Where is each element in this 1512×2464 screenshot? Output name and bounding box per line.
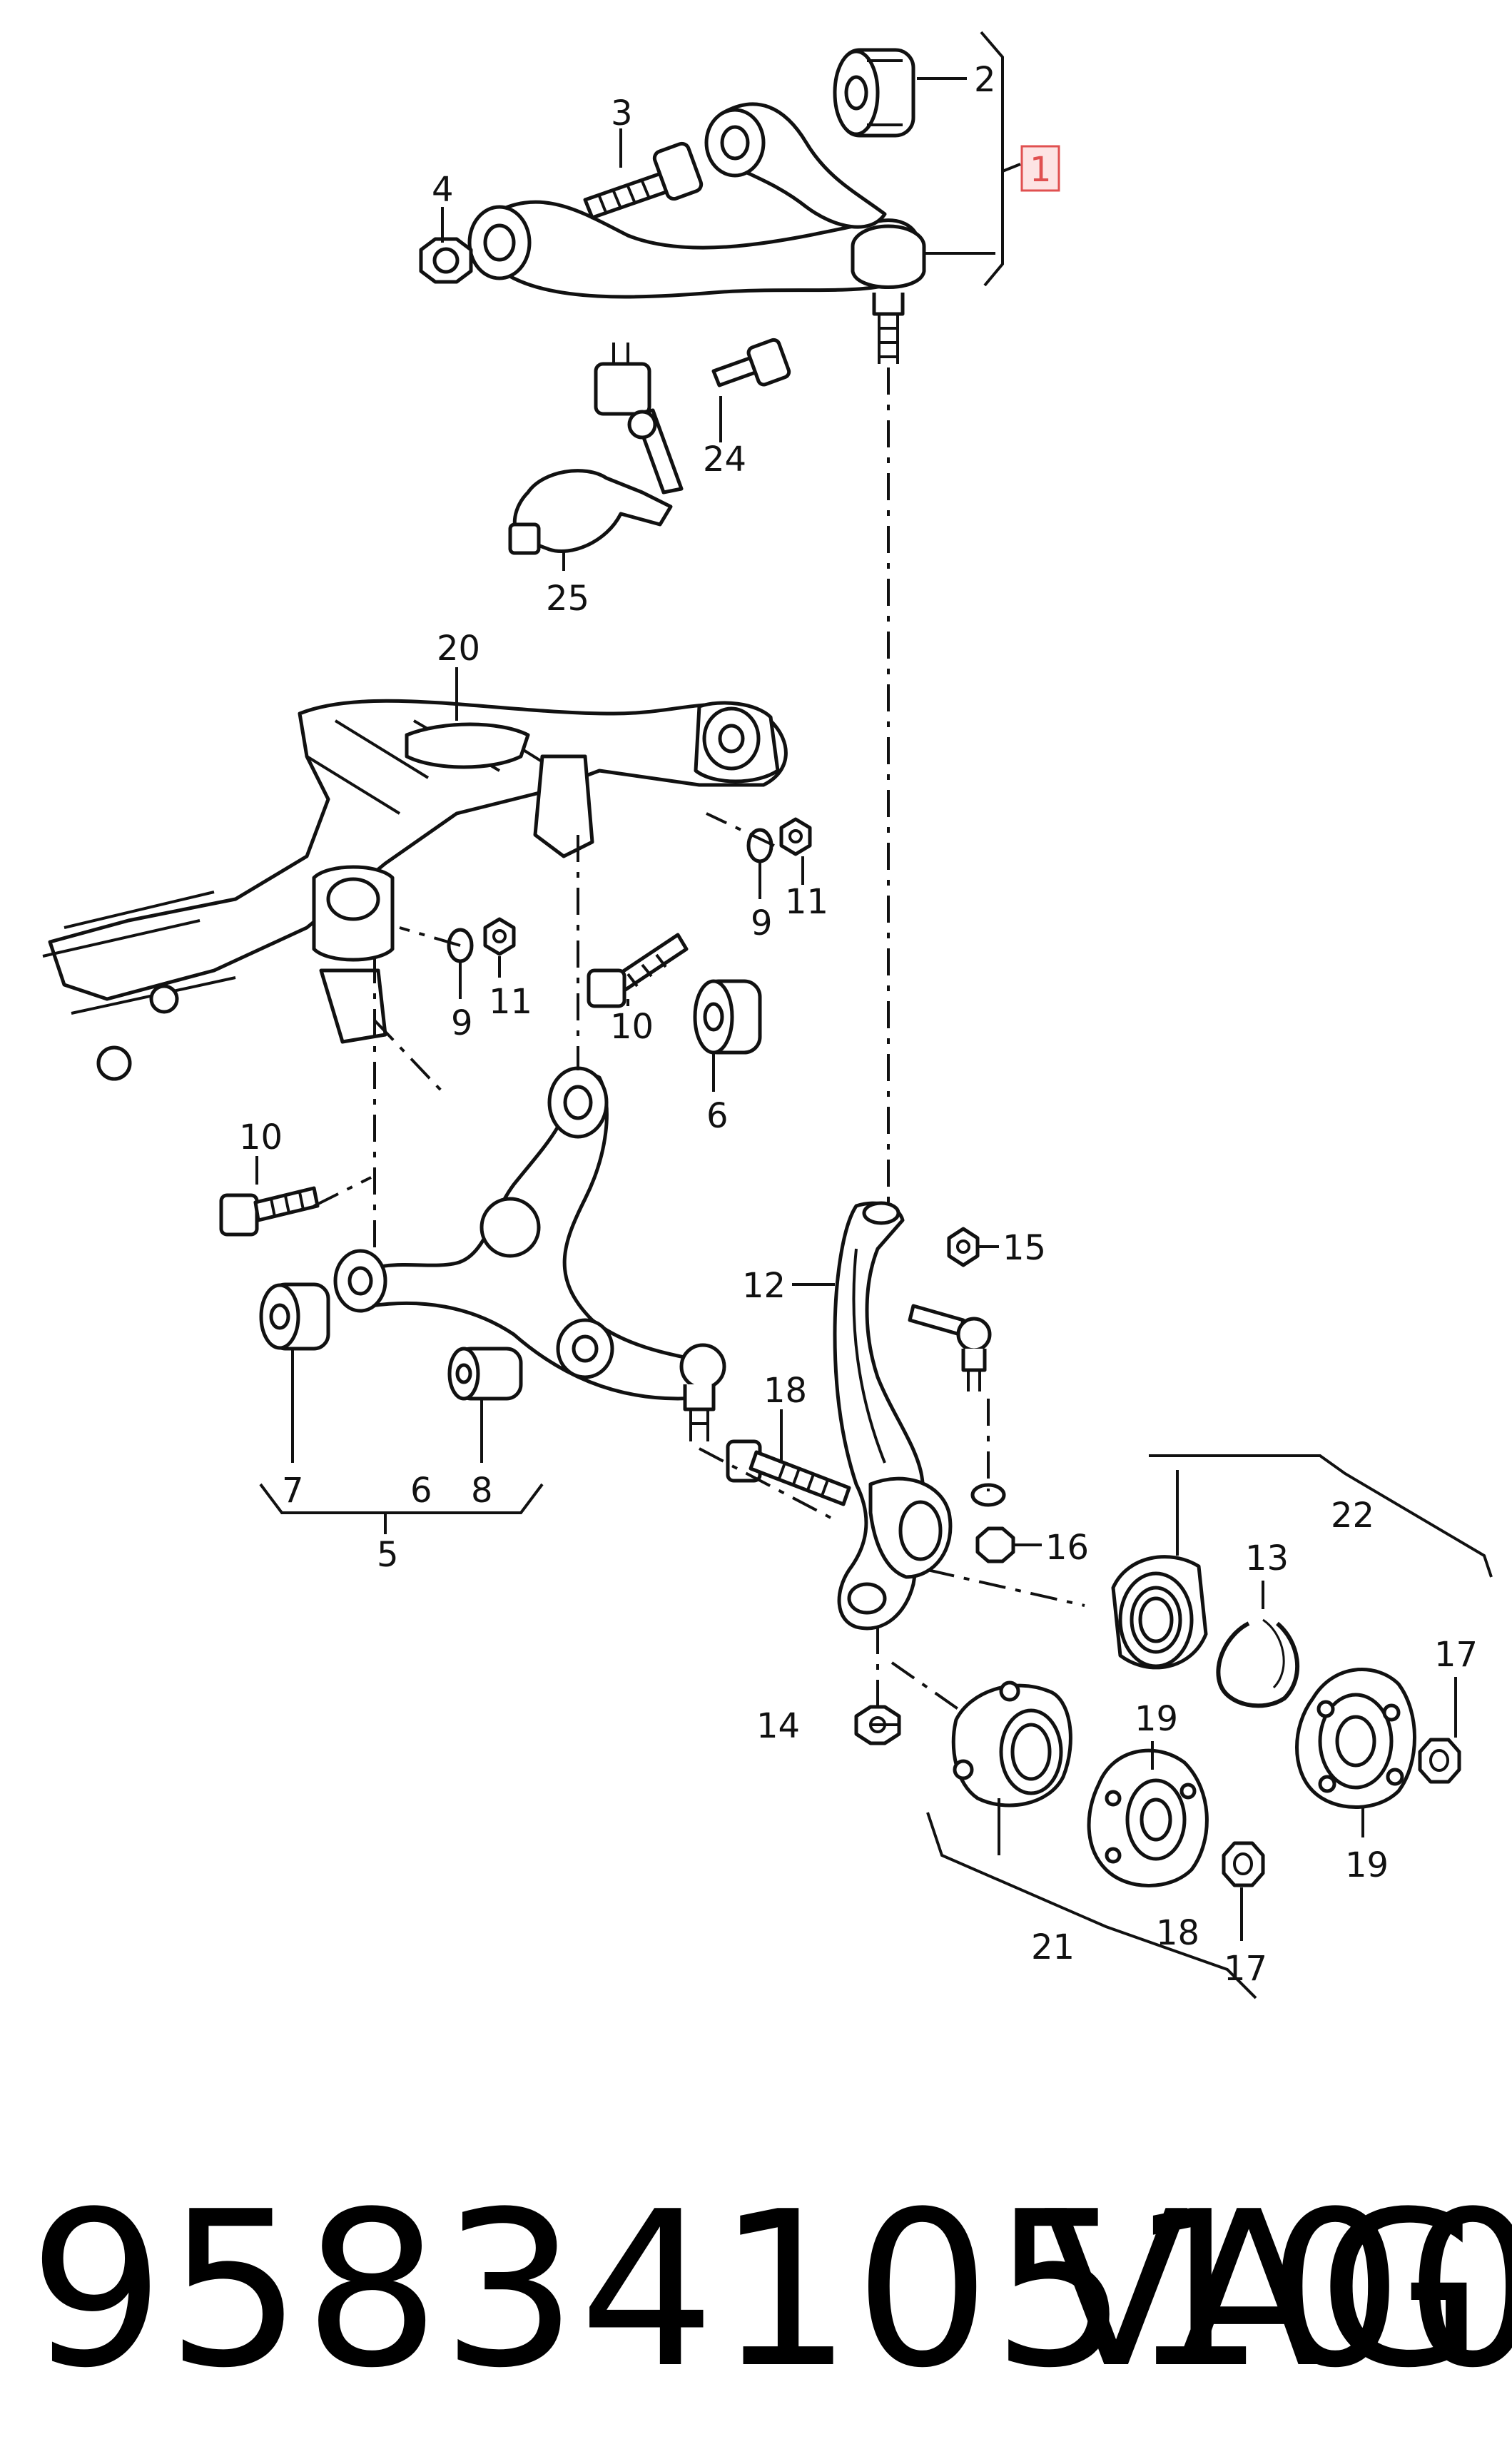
callout-6: 6 [706,1096,729,1136]
callout-4: 4 [432,170,454,210]
bushing-6 [693,979,762,1055]
callout-6b: 6 [410,1471,432,1511]
callout-22: 22 [1331,1496,1374,1536]
footer: 95834105100 VAG [29,2148,1512,2433]
nut-11-lower [483,917,516,956]
callout-8: 8 [471,1471,493,1511]
suspension-parts-diagram: 1 2 3 4 24 25 20 9 11 9 11 10 6 10 15 12… [42,31,1493,1999]
level-sensor [508,338,791,555]
callout-24: 24 [703,440,746,480]
callout-19a: 19 [1135,1699,1178,1739]
callout-18a: 18 [763,1371,807,1411]
nut-16 [975,1526,1015,1563]
bolt-10-lower [219,1186,320,1237]
callout-20: 20 [437,629,480,669]
callout-2: 2 [974,60,996,100]
callout-5: 5 [377,1535,399,1575]
nut-4 [419,237,473,284]
bolt-3 [583,141,704,220]
nut-15 [947,1227,980,1267]
callout-9a: 9 [751,903,773,943]
bushing-8 [447,1347,523,1401]
lower-control-arm [333,1066,726,1441]
callout-1-highlight [1020,145,1060,192]
wheel-bearing [1111,1555,1208,1670]
callout-11b: 11 [489,982,532,1022]
leader-lines [255,31,1493,1999]
callout-21: 21 [1031,1927,1075,1967]
callout-10b: 10 [239,1117,283,1157]
subframe [42,699,788,1081]
callout-17b: 17 [1224,1949,1267,1989]
bushing-7 [259,1282,330,1351]
part-number: 95834105100 [29,2166,1512,2415]
callout-15: 15 [1003,1228,1046,1268]
callouts: 1 2 3 4 24 25 20 9 11 9 11 10 6 10 15 12… [239,60,1478,1989]
callout-14: 14 [756,1706,800,1746]
callout-17a: 17 [1434,1635,1478,1675]
assembly-lines [313,367,1085,1714]
callout-1: 1 [1030,150,1052,190]
brand-name: VAG [1042,2166,1484,2415]
callout-11a: 11 [785,882,828,922]
upper-control-arm [467,102,926,364]
callout-7: 7 [282,1471,304,1511]
callout-9b: 9 [451,1003,473,1043]
bolt-10-upper [587,933,689,1008]
circlip-13 [1216,1618,1300,1708]
tie-rod-end [908,1304,992,1391]
washer-16a [970,1483,1006,1507]
callout-12: 12 [742,1266,786,1306]
callout-16: 16 [1045,1528,1089,1568]
callout-25: 25 [546,579,589,619]
bearing-housing [951,1680,1072,1808]
callout-19b: 19 [1345,1845,1389,1885]
callout-10a: 10 [610,1007,654,1047]
hub-nut-17-left [1222,1841,1265,1887]
callout-13: 13 [1245,1538,1289,1578]
nut-11-upper [779,817,812,856]
bolt-18 [726,1439,851,1506]
wheel-hub-left [1087,1748,1209,1887]
steering-knuckle [833,1201,953,1631]
bushing-2 [833,48,915,138]
hub-nut-17-right [1418,1738,1461,1784]
wheel-hub-right [1295,1668,1416,1809]
callout-18b: 18 [1156,1913,1199,1953]
callout-3: 3 [611,93,633,133]
